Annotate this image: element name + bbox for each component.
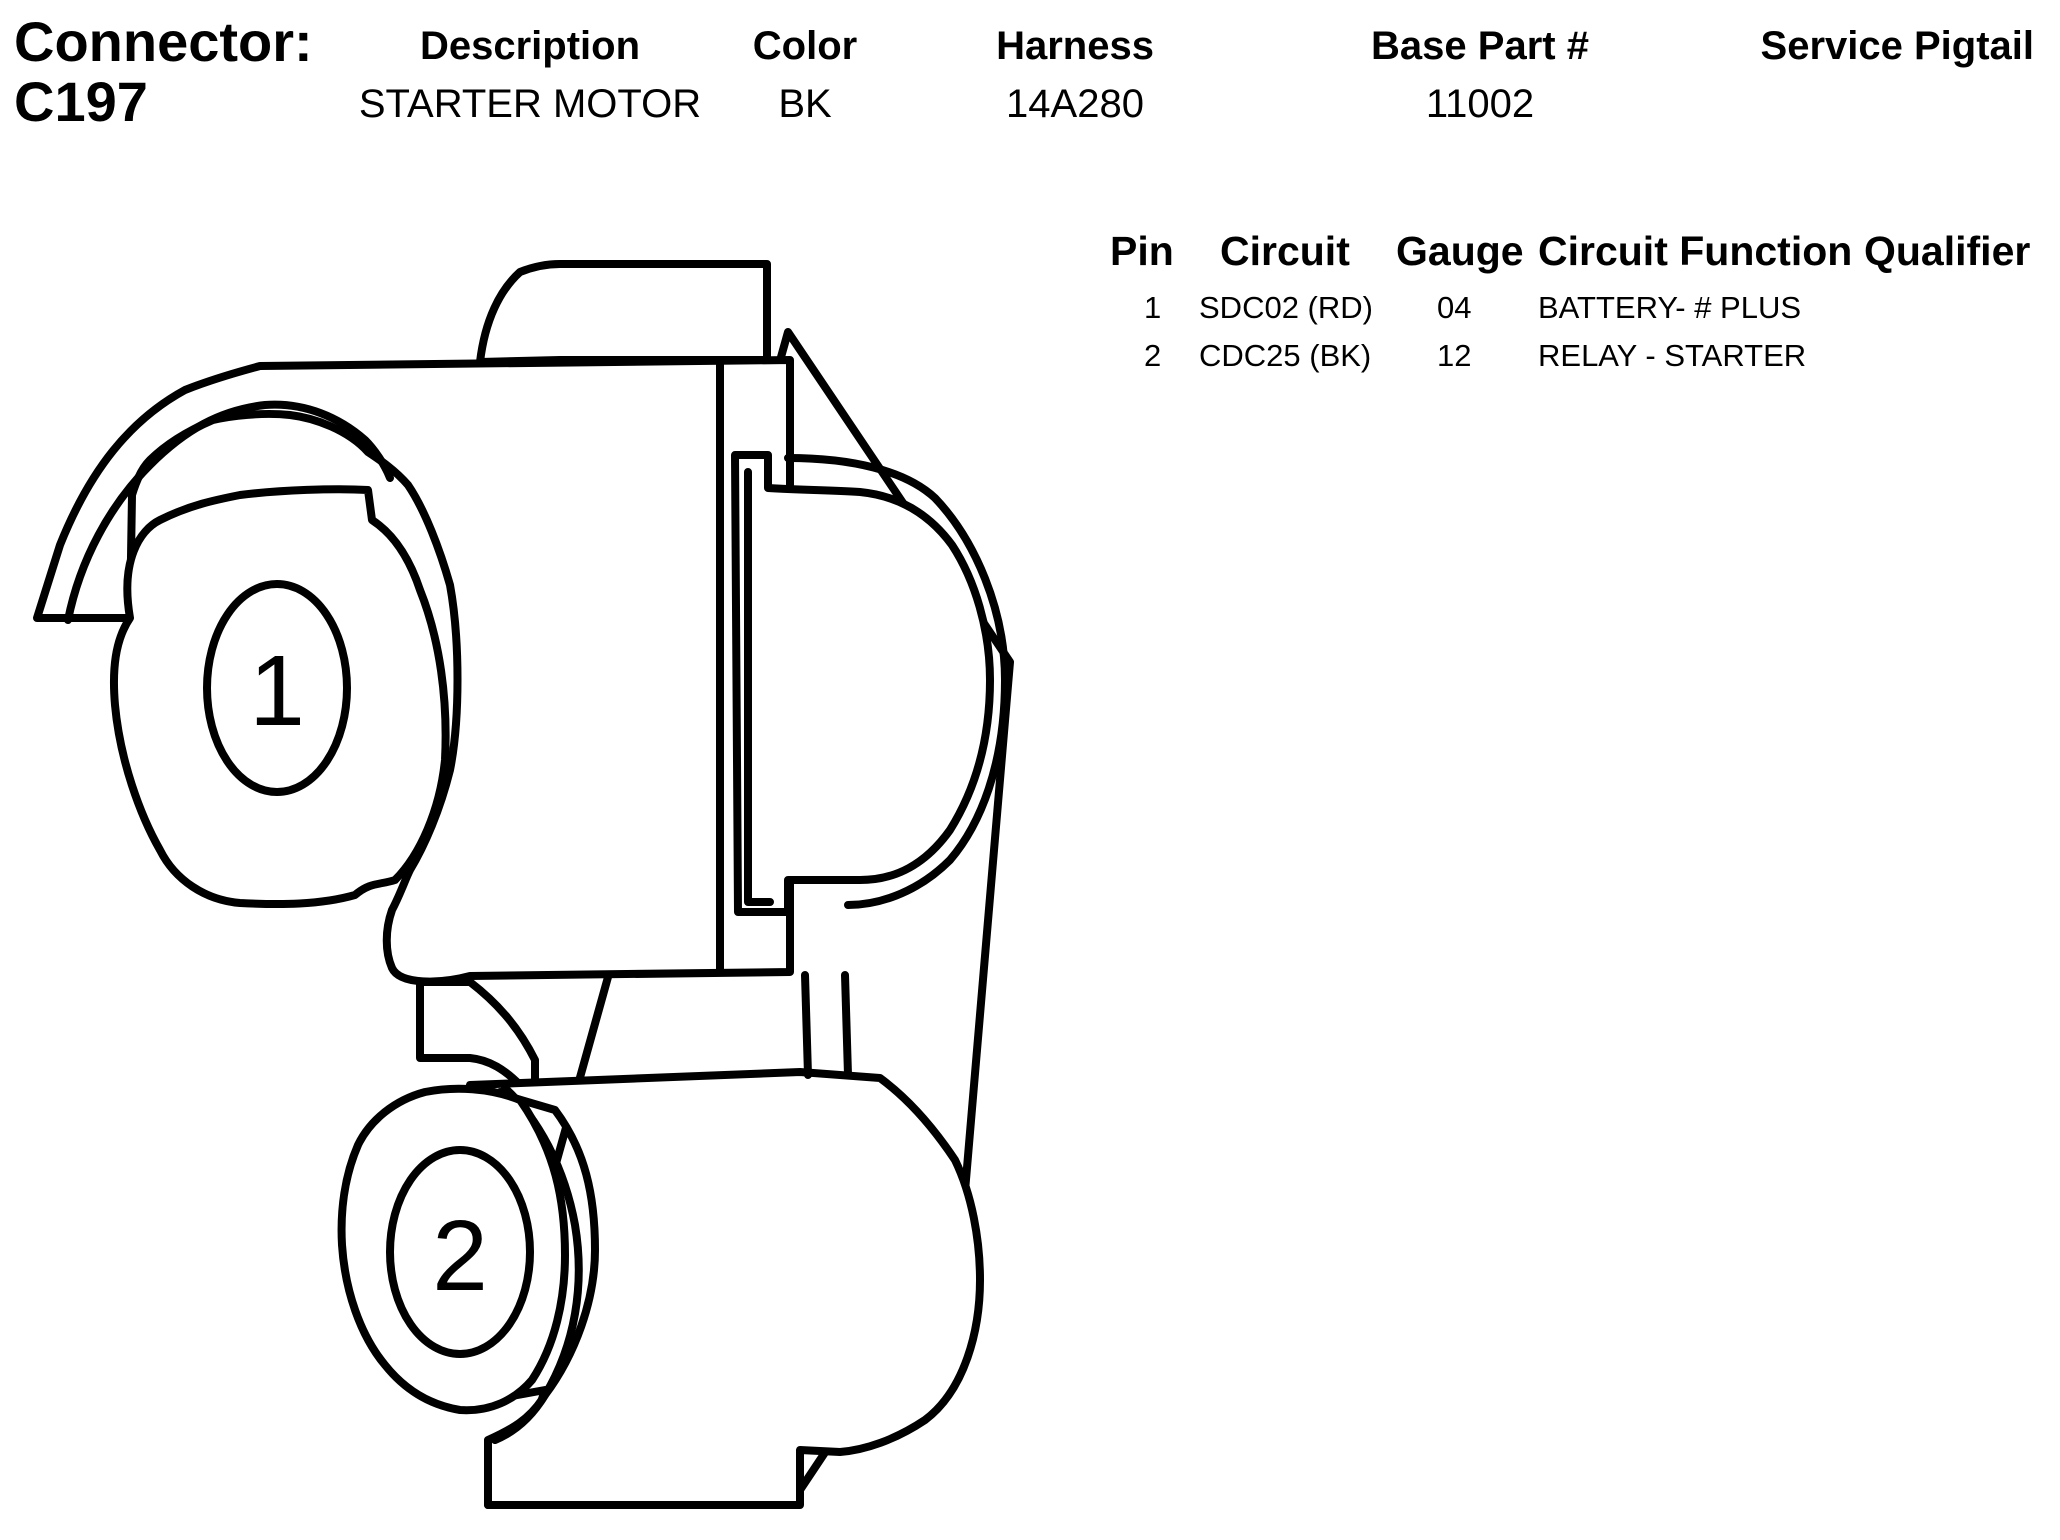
gauge-column-header: Gauge	[1396, 228, 1524, 274]
pin-2-label: 2	[432, 1200, 488, 1312]
connector-id: C197	[14, 70, 148, 133]
pin-2-circle	[386, 1146, 534, 1358]
base-part-header: Base Part #	[1371, 24, 1589, 68]
connector-label: Connector:	[14, 10, 313, 73]
circuit-cell: SDC02 (RD)	[1199, 290, 1373, 325]
color-header: Color	[752, 24, 858, 68]
upper-body	[33, 356, 794, 986]
harness-value: 14A280	[1006, 82, 1144, 126]
lower-latch	[416, 978, 539, 1104]
lower-body	[466, 1068, 984, 1509]
qualifier-column-header: Qualifier	[1864, 228, 2031, 274]
circuit-column-header: Circuit	[1220, 228, 1350, 274]
upper-arc-detail	[64, 400, 394, 624]
function-cell: BATTERY- # PLUS	[1538, 290, 1802, 325]
pin-1-circle	[203, 580, 351, 796]
function-column-header: Circuit Function	[1538, 228, 1853, 274]
service-pigtail-header: Service Pigtail	[1760, 24, 2034, 68]
pin-cell: 1	[1144, 290, 1162, 325]
base-part-value: 11002	[1425, 82, 1535, 126]
bracket-inner-bar	[744, 468, 774, 906]
pin-column-header: Pin	[1110, 228, 1174, 274]
pin-1-label: 1	[249, 635, 305, 747]
description-value: STARTER MOTOR	[358, 82, 702, 126]
harness-header: Harness	[996, 24, 1154, 68]
color-value: BK	[778, 82, 832, 126]
top-latch	[476, 260, 771, 366]
gauge-cell: 12	[1437, 338, 1472, 373]
right-bracket-curve	[784, 454, 1009, 909]
gauge-cell: 04	[1437, 290, 1472, 325]
pin-cell: 2	[1144, 338, 1162, 373]
function-cell: RELAY - STARTER	[1538, 338, 1807, 373]
description-header: Description	[419, 24, 641, 68]
right-d-bracket	[731, 451, 994, 916]
lower-wedge-line	[801, 971, 852, 1079]
circuit-cell: CDC25 (BK)	[1199, 338, 1372, 373]
